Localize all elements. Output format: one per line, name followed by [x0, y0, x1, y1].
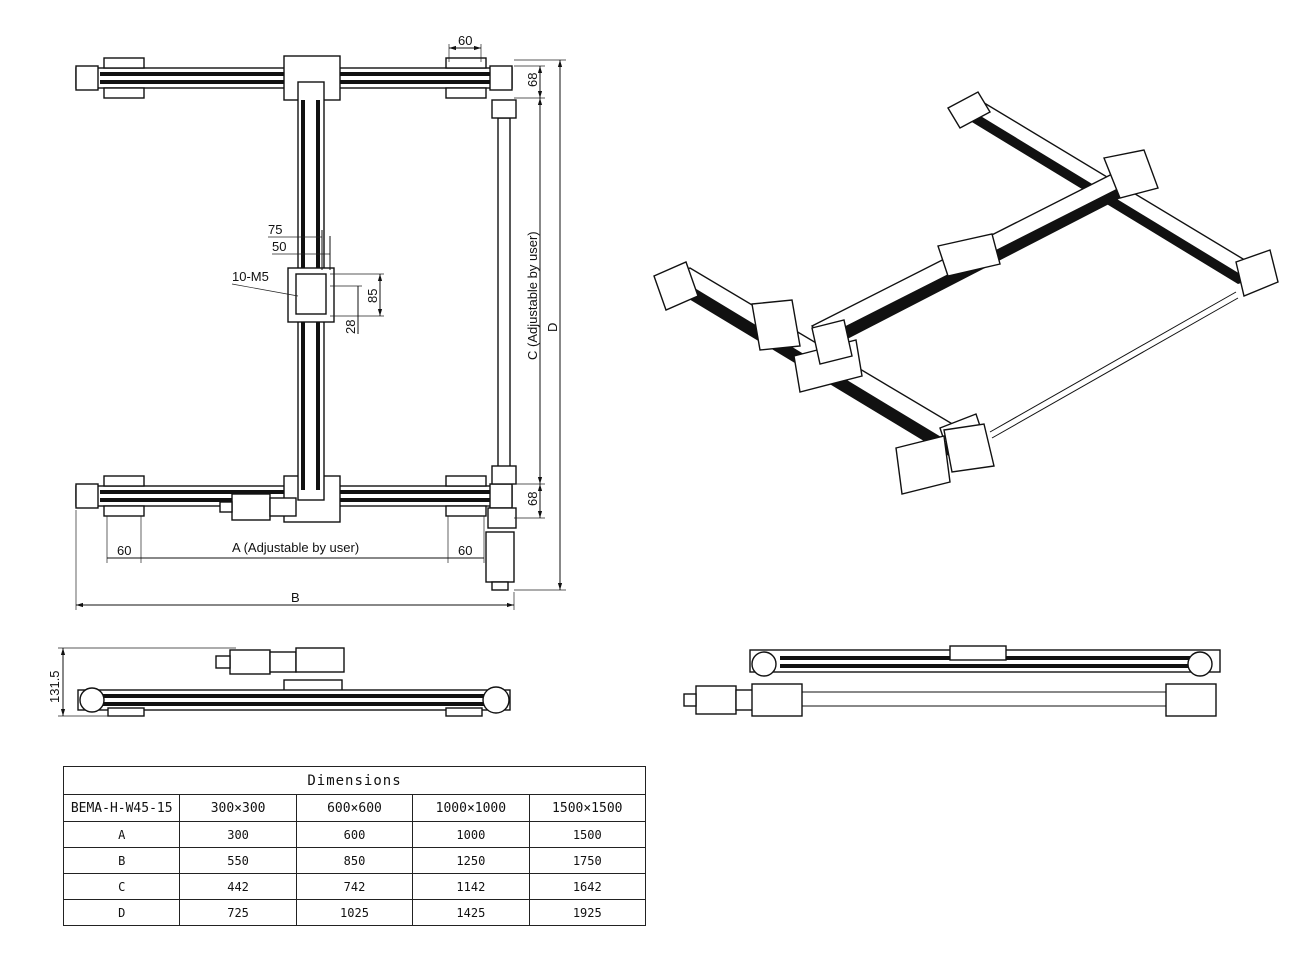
header-1500: 1500×1500 [528, 794, 647, 822]
row-label: C [62, 873, 181, 900]
row-label: B [62, 847, 181, 874]
iso-motors [751, 299, 995, 495]
cell: 725 [179, 899, 297, 926]
side-view-left: 131.5 [47, 647, 511, 717]
cell: 1642 [528, 873, 647, 900]
cell: 300 [179, 821, 297, 848]
header-300: 300×300 [179, 794, 297, 822]
row-label: D [62, 899, 181, 926]
iso-sync-shaft [989, 291, 1239, 439]
table-row: D 725 1025 1425 1925 [62, 899, 647, 926]
dim-top-68: 68 [525, 73, 540, 87]
dimensions-table: Dimensions BEMA-H-W45-15 300×300 600×600… [62, 766, 647, 926]
dim-bottom-68: 68 [525, 492, 540, 506]
cell: 550 [179, 847, 297, 874]
cell: 1750 [528, 847, 647, 874]
cell: 742 [295, 873, 414, 900]
row-label: A [62, 821, 181, 848]
dim-right-60: 60 [458, 543, 472, 558]
dim-b-label: B [291, 590, 300, 605]
dim-50: 50 [272, 239, 286, 254]
gantry-beam [287, 81, 335, 501]
header-600: 600×600 [295, 794, 414, 822]
cell: 1142 [412, 873, 530, 900]
dim-left-60: 60 [117, 543, 131, 558]
cell: 600 [295, 821, 414, 848]
sync-shaft [485, 99, 517, 591]
cell: 1250 [412, 847, 530, 874]
dim-85: 85 [365, 289, 380, 303]
iso-gantry [793, 149, 1159, 393]
cell: 850 [295, 847, 414, 874]
label-10-m5: 10-M5 [232, 269, 269, 284]
dim-a-label: A (Adjustable by user) [232, 540, 359, 555]
cell: 1000 [412, 821, 530, 848]
front-motor [219, 493, 297, 521]
dim-d-label: D [545, 323, 560, 332]
header-model: BEMA-H-W45-15 [62, 794, 181, 822]
table-row: C 442 742 1142 1642 [62, 873, 647, 900]
dim-c-label: C (Adjustable by user) [525, 231, 540, 360]
table-header-row: BEMA-H-W45-15 300×300 600×600 1000×1000 … [62, 794, 647, 822]
header-1000: 1000×1000 [412, 794, 530, 822]
table-row: A 300 600 1000 1500 [62, 821, 647, 848]
top-rail [75, 55, 513, 101]
table-title: Dimensions [63, 766, 646, 795]
dim-131-5: 131.5 [47, 670, 62, 703]
table-row: B 550 850 1250 1750 [62, 847, 647, 874]
cell: 442 [179, 873, 297, 900]
cell: 1925 [528, 899, 647, 926]
isometric-view [653, 91, 1279, 495]
front-view: 60 68 D C (Adjustable by user) 68 75 50 … [75, 33, 566, 610]
cell: 1425 [412, 899, 530, 926]
dim-28: 28 [343, 320, 358, 334]
dim-75: 75 [268, 222, 282, 237]
cell: 1025 [295, 899, 414, 926]
side-view-right [683, 645, 1221, 717]
dim-top-60: 60 [458, 33, 472, 48]
cell: 1500 [528, 821, 647, 848]
